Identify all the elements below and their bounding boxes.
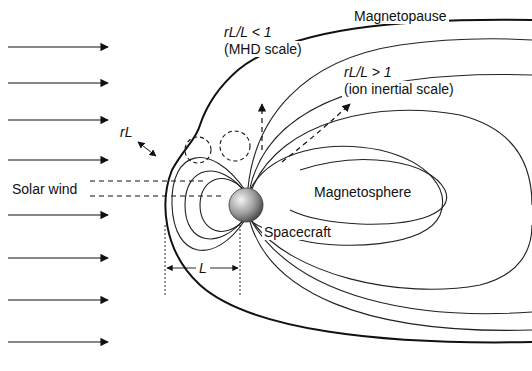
scale-note: (MHD scale)	[222, 41, 304, 57]
boundary-label: Magnetopause	[352, 8, 449, 24]
scale-ratio: rL/L > 1	[342, 64, 394, 80]
gyration-circles	[185, 131, 250, 163]
region-label: Magnetosphere	[312, 184, 413, 200]
object-label: Spacecraft	[262, 224, 333, 240]
scale-ratio: rL/L < 1	[222, 24, 274, 40]
dimension-label: L	[197, 260, 209, 276]
radius-label: rL	[118, 124, 134, 140]
region-label: Solar wind	[10, 181, 79, 197]
radius-arrow	[138, 142, 156, 156]
spacecraft-sphere	[229, 188, 263, 222]
solar-wind-arrows	[8, 47, 108, 342]
magnetopause-boundary	[165, 20, 532, 343]
scale-pointers	[262, 104, 350, 162]
length-dimension	[165, 225, 240, 295]
scale-note: (ion inertial scale)	[342, 81, 456, 97]
field-lines	[172, 39, 532, 331]
